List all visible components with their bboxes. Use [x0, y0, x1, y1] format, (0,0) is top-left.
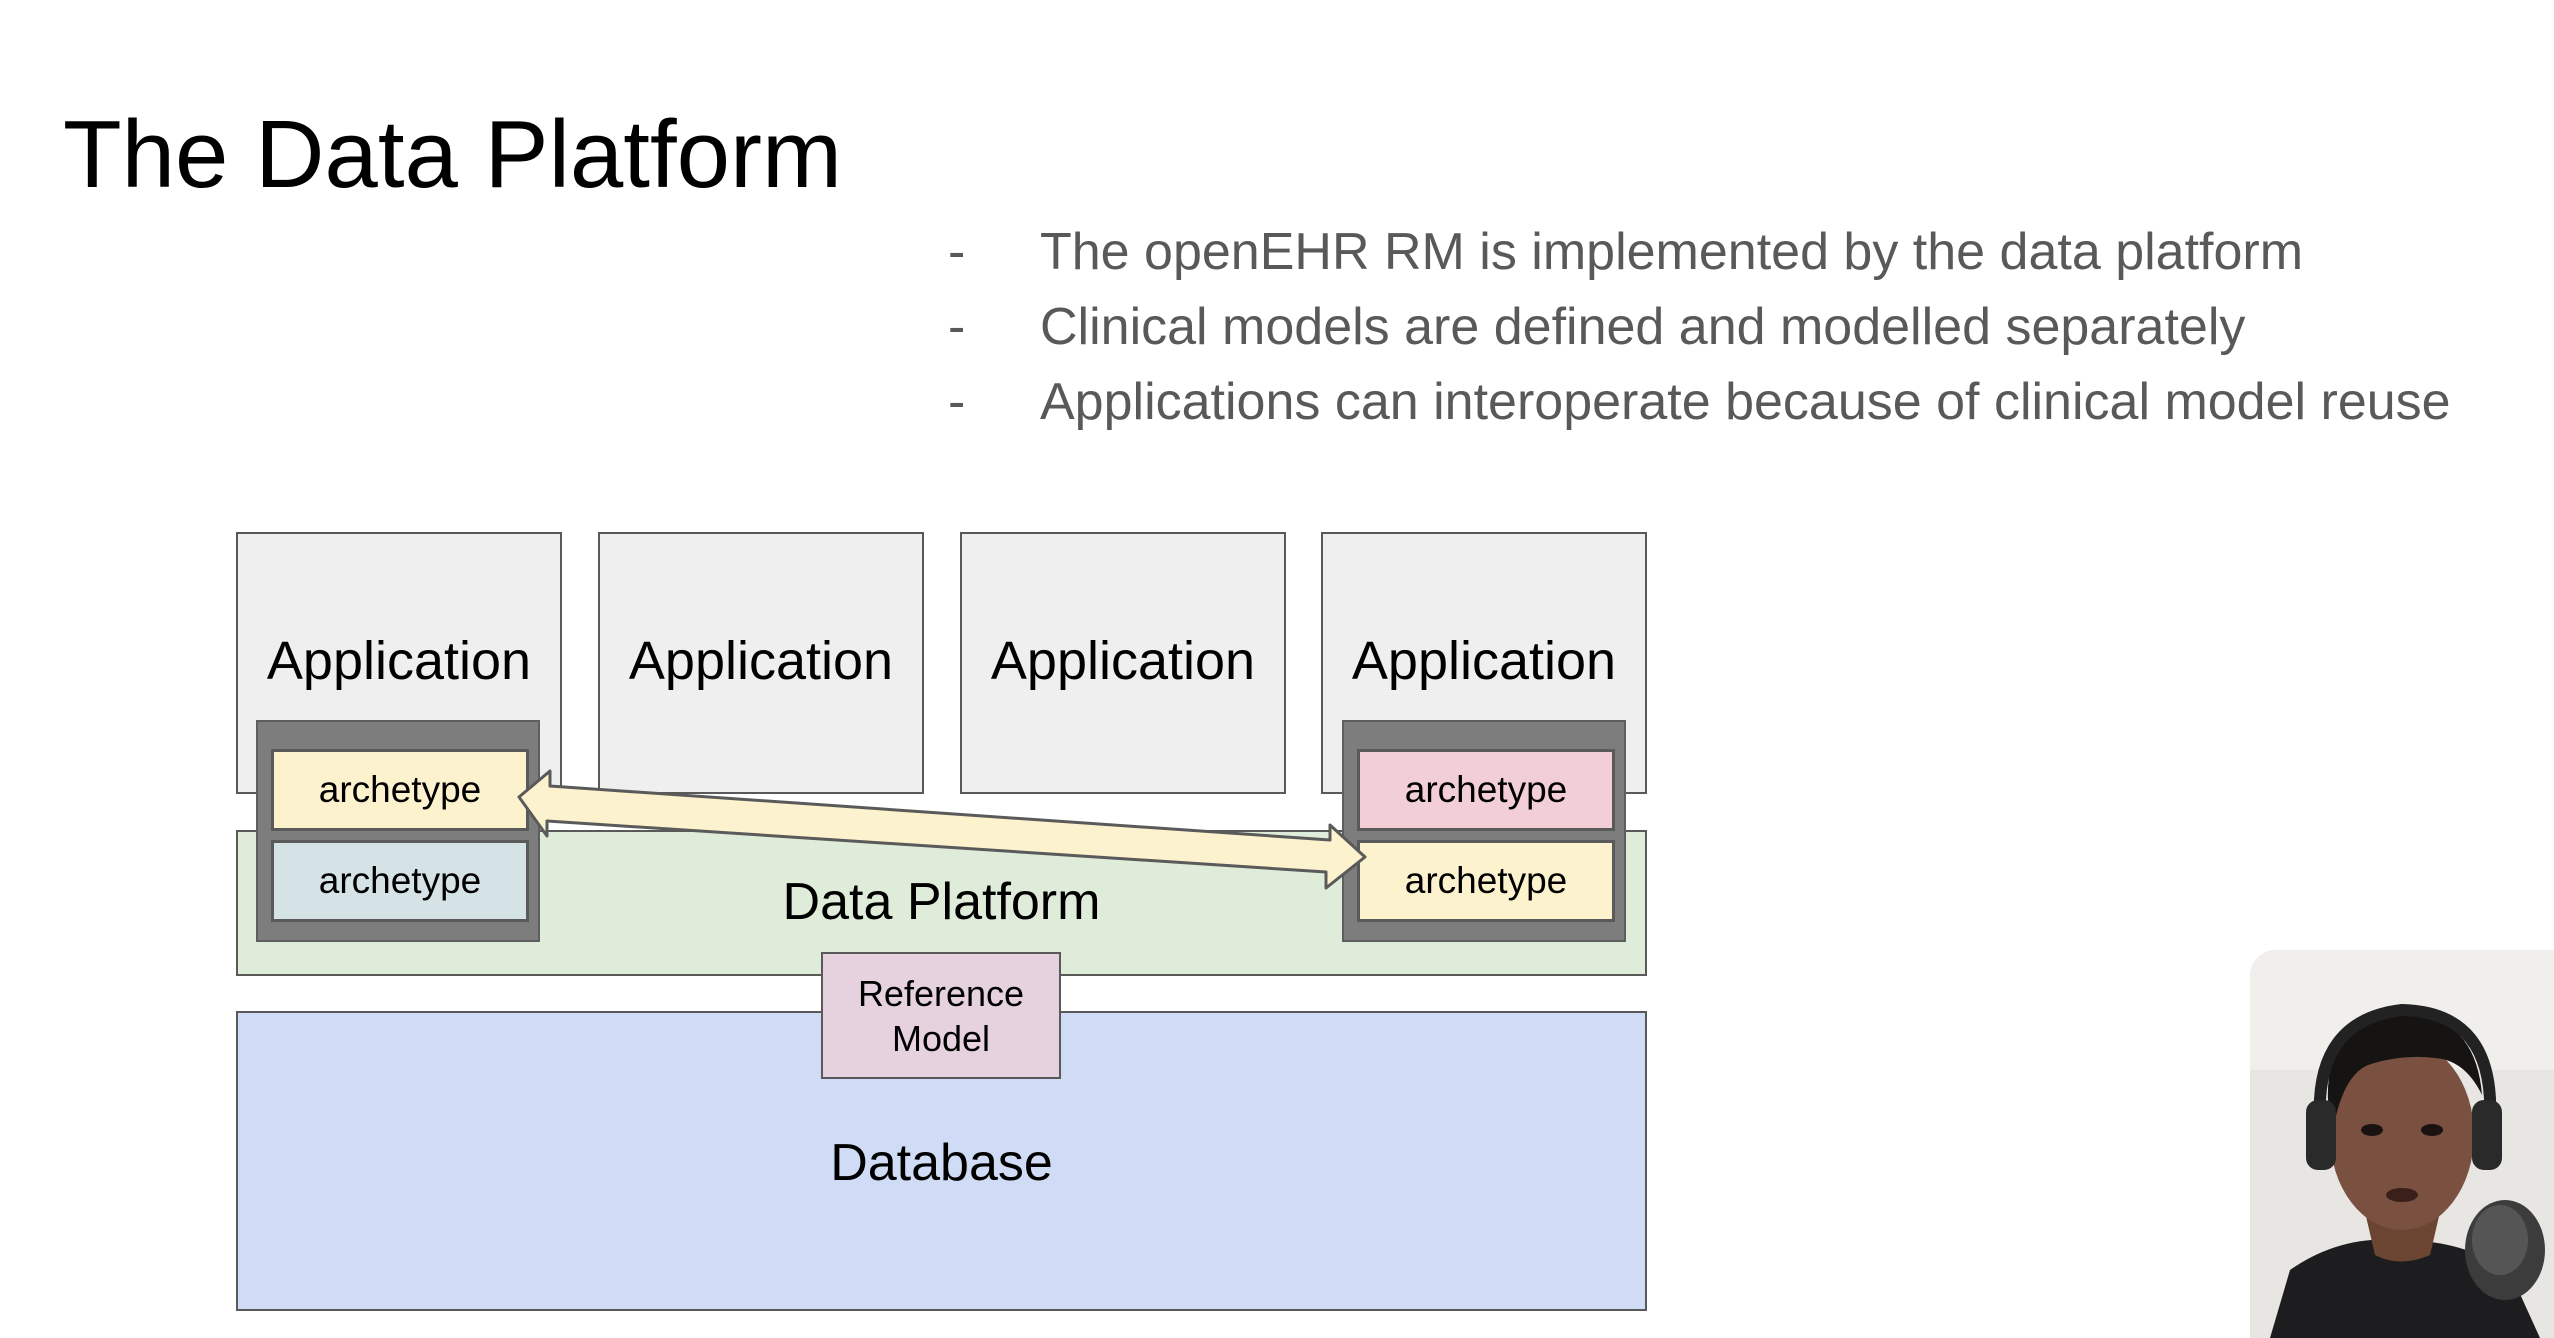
slide-title: The Data Platform [63, 101, 842, 208]
presenter-webcam-thumbnail [2250, 950, 2554, 1338]
application-label-3: Application [990, 631, 1256, 691]
bullet-text: The openEHR RM is implemented by the dat… [1040, 223, 2304, 281]
bullet-list: - The openEHR RM is implemented by the d… [948, 215, 2548, 440]
bullet-text: Clinical models are defined and modelled… [1040, 298, 2246, 356]
application-box-2 [598, 532, 924, 794]
application-label-1: Application [266, 631, 532, 691]
application-label-4: Application [1351, 631, 1617, 691]
bullet-dash: - [948, 223, 966, 281]
presenter-figure-icon [2250, 950, 2554, 1338]
double-headed-arrow-shape [517, 769, 1367, 890]
bullet-item: - Applications can interoperate because … [948, 365, 2548, 440]
archetype-left-2: archetype [271, 840, 529, 922]
application-box-3 [960, 532, 1286, 794]
bullet-item: - Clinical models are defined and modell… [948, 290, 2548, 365]
bullet-item: - The openEHR RM is implemented by the d… [948, 215, 2548, 290]
bullet-dash: - [948, 373, 966, 431]
application-label-2: Application [628, 631, 894, 691]
reference-model-line-1: Reference [857, 972, 1025, 1014]
bullet-text: Applications can interoperate because of… [1040, 373, 2451, 431]
data-platform-label: Data Platform [782, 873, 1101, 931]
reference-model-box: Reference Model [821, 952, 1061, 1079]
database-label: Database [830, 1134, 1053, 1192]
bullet-dash: - [948, 298, 966, 356]
reference-model-line-2: Model [891, 1017, 991, 1059]
archetype-right-1: archetype [1357, 749, 1615, 831]
archetype-right-2: archetype [1357, 840, 1615, 922]
archetype-left-1: archetype [271, 749, 529, 831]
